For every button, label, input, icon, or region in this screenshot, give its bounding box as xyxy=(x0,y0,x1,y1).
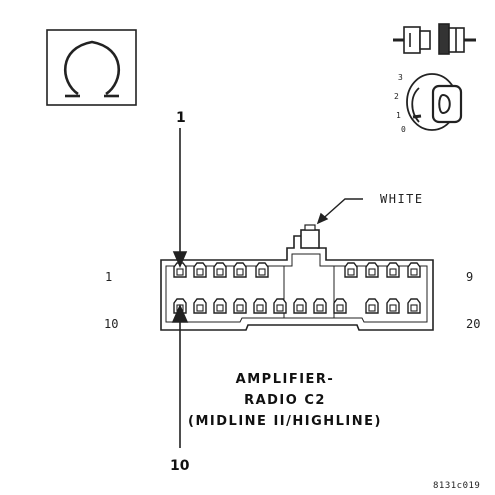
pin-cavity-top-8 xyxy=(386,262,400,278)
title-line-3: (MIDLINE II/HIGHLINE) xyxy=(188,414,382,429)
ignition-switch-icon xyxy=(406,73,463,131)
figure-code: 8131c019 xyxy=(433,481,480,491)
pin-cavity-bottom-2 xyxy=(193,298,207,314)
pin-cavity-bottom-4 xyxy=(233,298,247,314)
white-leader-line xyxy=(316,198,363,225)
ignition-position-0: 0 xyxy=(401,125,406,134)
pin-cavity-top-1 xyxy=(173,262,187,278)
pin-cavity-bottom-8 xyxy=(313,298,327,314)
pin-cavity-top-6 xyxy=(344,262,358,278)
pin-label-20: 20 xyxy=(466,317,480,331)
pin-cavity-top-7 xyxy=(365,262,379,278)
pin-cavity-bottom-5 xyxy=(253,298,267,314)
omega-symbol-icon xyxy=(64,40,120,98)
pin-cavity-top-5 xyxy=(255,262,269,278)
pin-cavity-bottom-3 xyxy=(213,298,227,314)
pin-cavity-top-9 xyxy=(407,262,421,278)
pin-cavity-bottom-7 xyxy=(293,298,307,314)
pin-cavity-top-4 xyxy=(233,262,247,278)
connector-color-label: WHITE xyxy=(380,192,424,206)
pin-cavity-bottom-11 xyxy=(386,298,400,314)
title-line-2: RADIO C2 xyxy=(244,393,326,408)
callout-arrow-pin-10 xyxy=(171,304,189,448)
ignition-position-3: 3 xyxy=(398,73,403,82)
pin-label-1: 1 xyxy=(105,270,112,284)
omega-symbol-box xyxy=(46,29,137,106)
pin-cavity-bottom-6 xyxy=(273,298,287,314)
callout-label-top: 1 xyxy=(176,110,186,126)
pin-cavity-bottom-9 xyxy=(333,298,347,314)
connector-body xyxy=(160,224,434,331)
connector-halves-icon xyxy=(393,23,476,55)
pin-cavity-bottom-12 xyxy=(407,298,421,314)
pin-label-10: 10 xyxy=(104,317,118,331)
callout-label-bottom: 10 xyxy=(170,458,190,474)
pin-cavity-top-3 xyxy=(213,262,227,278)
pin-cavity-top-2 xyxy=(193,262,207,278)
pins-bottom-row xyxy=(173,298,421,314)
ignition-position-1: 1 xyxy=(396,111,401,120)
pins-top-row xyxy=(173,262,421,278)
ignition-position-2: 2 xyxy=(394,92,399,101)
connector-title: AMPLIFIER- RADIO C2 (MIDLINE II/HIGHLINE… xyxy=(160,369,410,432)
pin-label-9: 9 xyxy=(466,270,473,284)
pin-cavity-bottom-10 xyxy=(365,298,379,314)
callout-arrow-pin-1 xyxy=(172,128,188,269)
title-line-1: AMPLIFIER- xyxy=(235,372,335,387)
